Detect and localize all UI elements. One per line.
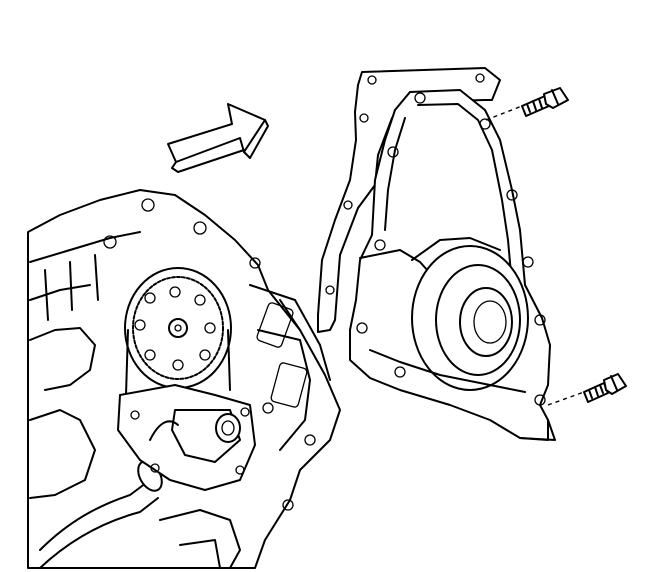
bolt-icon xyxy=(485,87,569,121)
direction-arrow-icon xyxy=(167,103,269,173)
front-cover-gasket-icon xyxy=(317,67,501,333)
bolt-icon xyxy=(547,373,627,406)
timing-chain-sprocket-icon xyxy=(124,267,232,396)
oil-pump-icon xyxy=(117,384,256,491)
front-cover-icon xyxy=(349,89,556,441)
